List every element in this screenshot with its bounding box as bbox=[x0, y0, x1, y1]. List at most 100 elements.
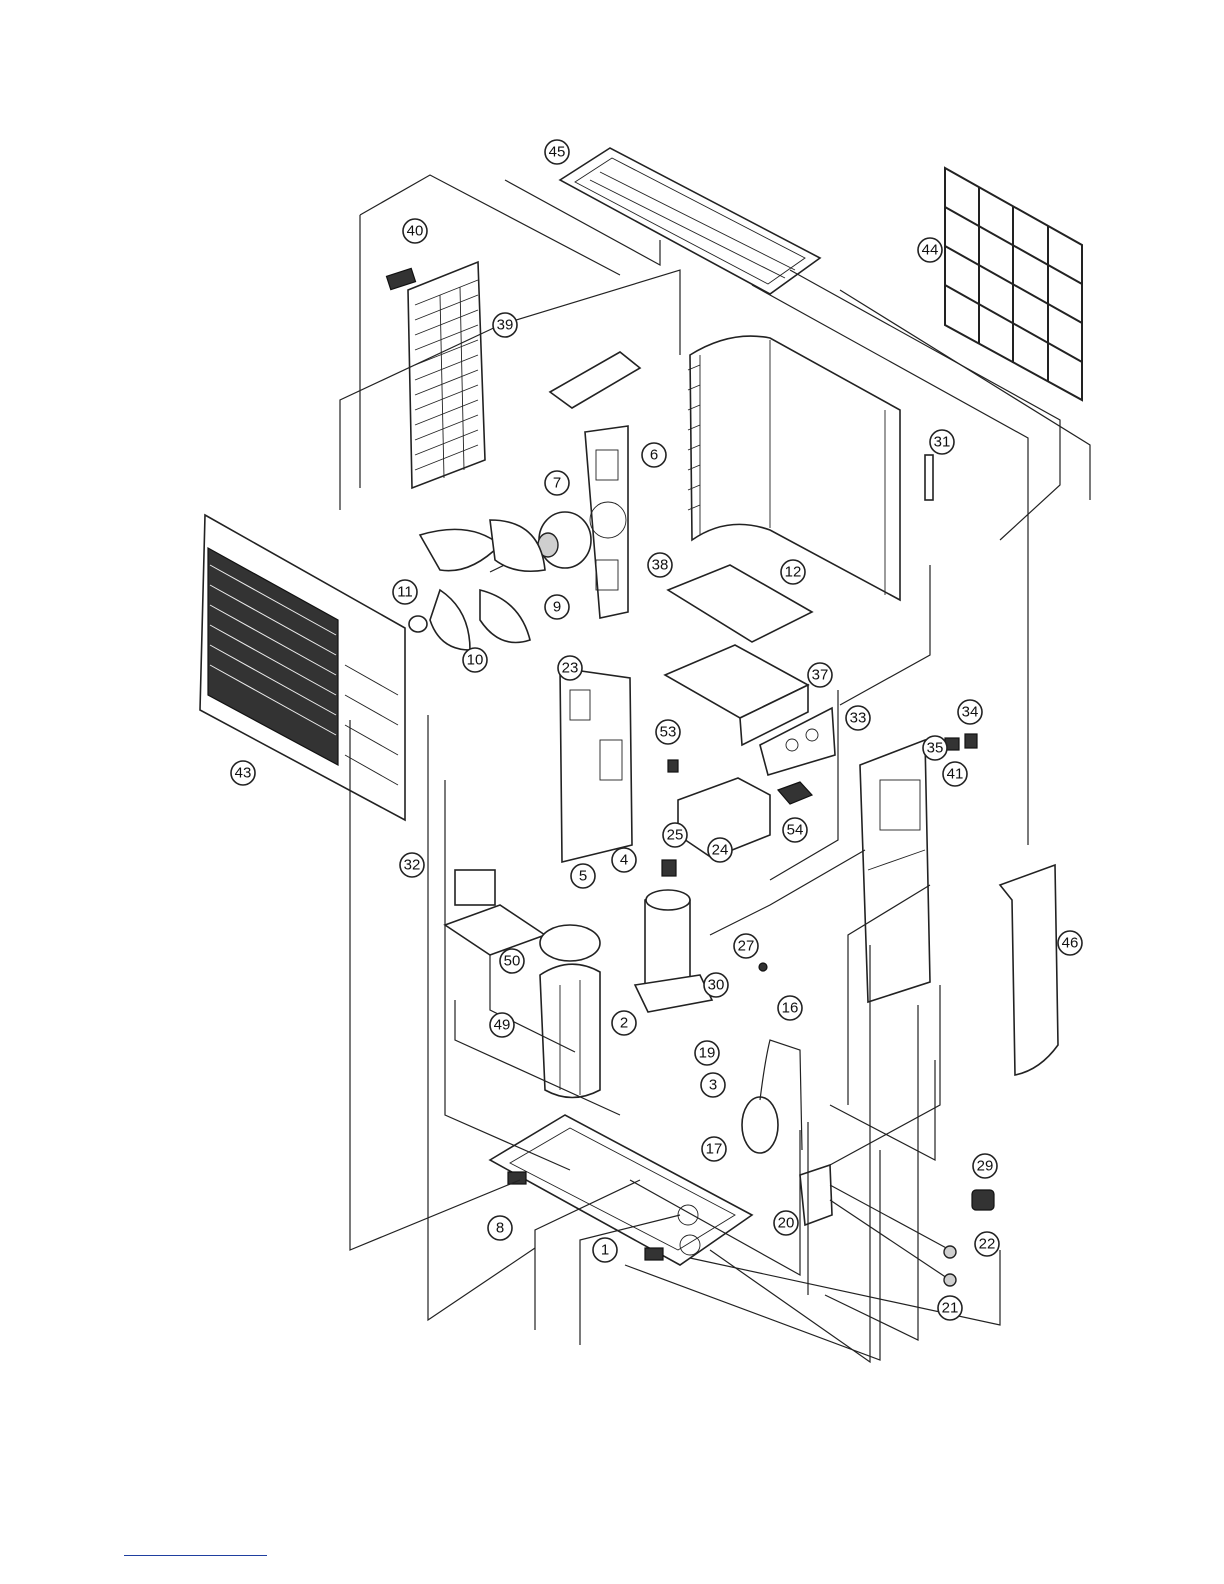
sound-cover bbox=[540, 964, 600, 1097]
callout-label: 9 bbox=[553, 599, 561, 616]
callout-33: 33 bbox=[846, 706, 870, 730]
reactor-base bbox=[445, 870, 545, 955]
callout-label: 49 bbox=[494, 1017, 511, 1034]
motor-support bbox=[585, 426, 628, 618]
callout-label: 2 bbox=[620, 1015, 628, 1032]
callout-49: 49 bbox=[490, 1013, 514, 1037]
callout-label: 10 bbox=[467, 652, 484, 669]
pcb-board bbox=[778, 782, 812, 804]
callout-label: 46 bbox=[1062, 935, 1079, 952]
rear-side-panel bbox=[408, 262, 485, 488]
callout-label: 32 bbox=[404, 857, 421, 874]
callout-label: 31 bbox=[934, 434, 951, 451]
compressor bbox=[635, 890, 712, 1012]
callout-23: 23 bbox=[558, 656, 582, 680]
callout-label: 35 bbox=[927, 740, 944, 757]
callout-50: 50 bbox=[500, 949, 524, 973]
callout-6: 6 bbox=[642, 443, 666, 467]
callout-label: 38 bbox=[652, 557, 669, 574]
callout-19: 19 bbox=[695, 1041, 719, 1065]
callout-27: 27 bbox=[734, 934, 758, 958]
callout-5: 5 bbox=[571, 864, 595, 888]
callout-label: 23 bbox=[562, 660, 579, 677]
wire-guard-grille bbox=[945, 168, 1082, 400]
fuse-holder bbox=[965, 734, 977, 748]
top-cover bbox=[560, 148, 820, 294]
callout-label: 30 bbox=[708, 977, 725, 994]
callout-label: 50 bbox=[504, 953, 521, 970]
callout-17: 17 bbox=[702, 1137, 726, 1161]
control-box bbox=[665, 645, 835, 775]
callout-40: 40 bbox=[403, 219, 427, 243]
callout-2: 2 bbox=[612, 1011, 636, 1035]
callout-25: 25 bbox=[663, 823, 687, 847]
handle-cover bbox=[1000, 865, 1058, 1075]
callout-label: 7 bbox=[553, 475, 561, 492]
callout-46: 46 bbox=[1058, 931, 1082, 955]
callout-label: 19 bbox=[699, 1045, 716, 1062]
sensor-part bbox=[668, 760, 678, 772]
callout-10: 10 bbox=[463, 648, 487, 672]
callout-label: 25 bbox=[667, 827, 684, 844]
callout-label: 11 bbox=[397, 584, 413, 601]
fan-nut bbox=[409, 616, 427, 632]
callout-43: 43 bbox=[231, 761, 255, 785]
callout-29: 29 bbox=[973, 1154, 997, 1178]
callout-label: 12 bbox=[785, 564, 802, 581]
callout-label: 17 bbox=[706, 1141, 723, 1158]
callout-label: 53 bbox=[660, 724, 677, 741]
callout-54: 54 bbox=[783, 818, 807, 842]
callout-45: 45 bbox=[545, 140, 569, 164]
callout-label: 39 bbox=[497, 317, 514, 334]
callout-label: 22 bbox=[979, 1236, 996, 1253]
callout-39: 39 bbox=[493, 313, 517, 337]
callout-37: 37 bbox=[808, 663, 832, 687]
fan-blade bbox=[420, 520, 545, 650]
callout-41: 41 bbox=[943, 762, 967, 786]
accumulator bbox=[742, 1040, 802, 1153]
callout-3: 3 bbox=[701, 1073, 725, 1097]
callout-label: 37 bbox=[812, 667, 829, 684]
callout-20: 20 bbox=[774, 1211, 798, 1235]
callout-label: 33 bbox=[850, 710, 867, 727]
callout-label: 1 bbox=[601, 1242, 609, 1259]
motor-bracket-top bbox=[550, 352, 640, 408]
valve-part bbox=[759, 963, 767, 971]
callout-44: 44 bbox=[918, 238, 942, 262]
callout-31: 31 bbox=[930, 430, 954, 454]
callout-35: 35 bbox=[923, 736, 947, 760]
callout-label: 27 bbox=[738, 938, 755, 955]
callout-label: 44 bbox=[922, 242, 939, 259]
callout-label: 40 bbox=[407, 223, 424, 240]
callout-label: 4 bbox=[620, 852, 628, 869]
handle bbox=[386, 268, 415, 289]
callout-24: 24 bbox=[708, 838, 732, 862]
pipe-part bbox=[925, 455, 933, 500]
callout-38: 38 bbox=[648, 553, 672, 577]
callout-label: 16 bbox=[782, 1000, 799, 1017]
callout-16: 16 bbox=[778, 996, 802, 1020]
valve-assembly bbox=[800, 1165, 956, 1286]
callout-label: 54 bbox=[787, 822, 804, 839]
callout-label: 43 bbox=[235, 765, 252, 782]
callout-8: 8 bbox=[488, 1216, 512, 1240]
callout-label: 8 bbox=[496, 1220, 504, 1237]
callout-11: 11 bbox=[393, 580, 417, 604]
callout-53: 53 bbox=[656, 720, 680, 744]
callout-32: 32 bbox=[400, 853, 424, 877]
callout-label: 41 bbox=[947, 766, 964, 783]
sound-cover-top bbox=[540, 925, 600, 961]
callout-12: 12 bbox=[781, 560, 805, 584]
callout-22: 22 bbox=[975, 1232, 999, 1256]
callout-label: 45 bbox=[549, 144, 566, 161]
callout-7: 7 bbox=[545, 471, 569, 495]
callout-30: 30 bbox=[704, 973, 728, 997]
callout-label: 5 bbox=[579, 868, 587, 885]
callout-34: 34 bbox=[958, 700, 982, 724]
callout-label: 24 bbox=[712, 842, 729, 859]
callout-4: 4 bbox=[612, 848, 636, 872]
callout-label: 20 bbox=[778, 1215, 795, 1232]
callout-label: 6 bbox=[650, 447, 658, 464]
callout-9: 9 bbox=[545, 595, 569, 619]
